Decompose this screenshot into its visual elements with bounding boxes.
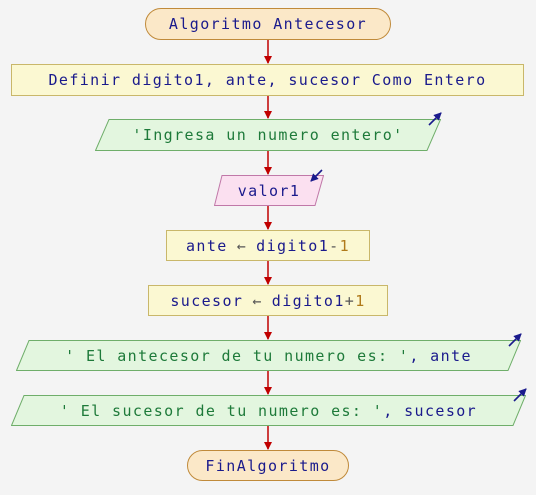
output-sucesor-string: ' El sucesor de tu numero es: ' <box>59 401 384 420</box>
input-arrow-icon <box>310 169 323 182</box>
assign-ante-rhs-num: 1 <box>339 236 351 255</box>
read-input-label: valor1 <box>237 181 301 200</box>
assign-arrow-icon: ← <box>252 291 263 310</box>
assign-sucesor-rhs-num: 1 <box>355 291 366 310</box>
define-variables-block[interactable]: Definir digito1, ante, sucesor Como Ente… <box>11 64 524 96</box>
read-input-shape <box>214 175 324 206</box>
assign-ante-block[interactable]: ante ← digito1 - 1 <box>166 230 370 261</box>
prompt-output-block[interactable]: 'Ingresa un numero entero' <box>95 112 442 151</box>
assign-ante-lhs: ante <box>185 236 228 255</box>
output-arrow-icon <box>508 333 522 347</box>
assign-ante-rhs-op: - <box>329 236 340 255</box>
assign-sucesor-rhs-op: + <box>344 291 356 310</box>
define-variables-label: Definir digito1, ante, sucesor Como Ente… <box>48 71 487 89</box>
output-sucesor-shape <box>11 395 526 426</box>
output-antecesor-var: , ante <box>409 346 472 365</box>
output-sucesor-label: ' El sucesor de tu numero es: ', sucesor <box>60 402 477 420</box>
output-arrow-icon <box>513 388 527 402</box>
output-antecesor-label: ' El antecesor de tu numero es: ', ante <box>65 347 472 365</box>
prompt-output-shape <box>95 119 441 151</box>
prompt-output-label: 'Ingresa un numero entero' <box>132 126 404 144</box>
assign-sucesor-rhs-var: digito1 <box>271 291 345 310</box>
output-antecesor-block[interactable]: ' El antecesor de tu numero es: ', ante <box>16 333 522 371</box>
assign-sucesor-lhs: sucesor <box>170 291 244 310</box>
start-terminal-label: Algoritmo Antecesor <box>168 15 368 33</box>
end-terminal[interactable]: FinAlgoritmo <box>187 450 349 481</box>
output-sucesor-block[interactable]: ' El sucesor de tu numero es: ', sucesor <box>11 388 527 426</box>
output-antecesor-shape <box>16 340 521 371</box>
output-arrow-icon <box>428 112 442 126</box>
output-sucesor-var: , sucesor <box>383 401 478 420</box>
end-terminal-label: FinAlgoritmo <box>205 456 331 475</box>
output-antecesor-string: ' El antecesor de tu numero es: ' <box>65 346 410 365</box>
start-terminal[interactable]: Algoritmo Antecesor <box>145 8 391 40</box>
read-input-block[interactable]: valor1 <box>214 169 324 206</box>
assign-sucesor-block[interactable]: sucesor ← digito1 + 1 <box>148 285 388 316</box>
assign-arrow-icon: ← <box>236 236 248 255</box>
assign-ante-rhs-var: digito1 <box>256 236 330 255</box>
